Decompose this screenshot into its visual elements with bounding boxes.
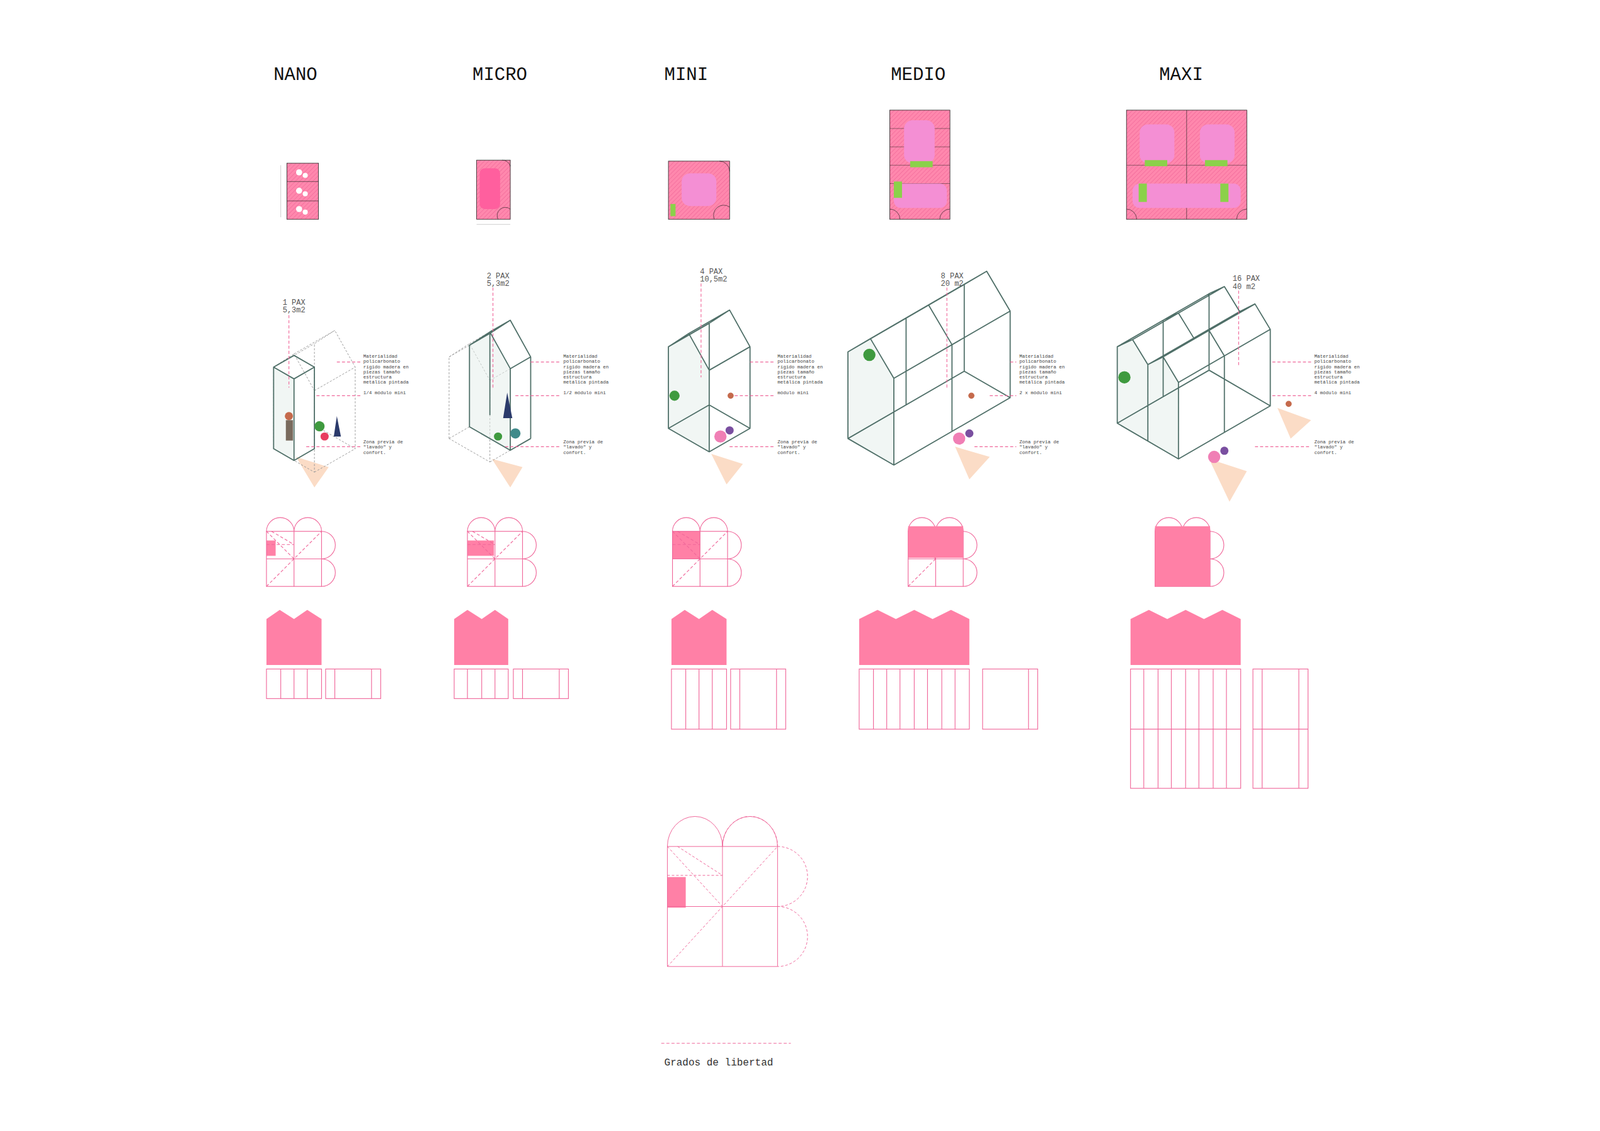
zone-note: Zona previa de "lavado" y confort. <box>363 439 416 456</box>
greenhouse-micro <box>449 320 532 463</box>
material-note: Materialidad policarbonato rígido madera… <box>563 354 615 386</box>
greenhouse-nano <box>273 330 356 473</box>
area-label: 20 m2 <box>941 280 964 289</box>
material-note: Materialidad policarbonato rígido madera… <box>1314 354 1366 386</box>
module-note: módulo mini <box>777 390 829 396</box>
greenhouse-medio <box>847 271 1010 466</box>
size-title: MINI <box>664 65 709 86</box>
size-title: MEDIO <box>890 65 946 86</box>
zone-note: Zona previa de "lavado" y confort. <box>1019 439 1071 456</box>
plan-views <box>280 110 1248 225</box>
area-label: 40 m2 <box>1232 283 1256 292</box>
module-note: 4 módulo mini <box>1314 390 1366 396</box>
module-plans <box>266 668 1308 789</box>
size-title: MAXI <box>1159 65 1204 86</box>
material-note: Materialidad policarbonato rígido madera… <box>1019 354 1071 386</box>
area-label: 10,5m2 <box>699 275 727 285</box>
zone-note: Zona previa de "lavado" y confort. <box>1314 439 1366 456</box>
sections <box>266 609 1241 665</box>
size-title: NANO <box>273 65 318 86</box>
material-note: Materialidad policarbonato rígido madera… <box>363 354 416 386</box>
zone-note: Zona previa de "lavado" y confort. <box>563 439 615 456</box>
module-note: 1/4 módulo mini <box>363 390 416 396</box>
freedom-diagram-large <box>661 817 808 1044</box>
module-note: 1/2 módulo mini <box>563 390 615 396</box>
size-title: MICRO <box>472 65 528 86</box>
module-note: 2 x módulo mini <box>1019 390 1071 396</box>
freedom-diagrams <box>266 517 1224 587</box>
zone-note: Zona previa de "lavado" y confort. <box>777 439 829 456</box>
leader-lines <box>289 283 1312 447</box>
caption: Grados de libertad <box>664 1058 774 1070</box>
area-label: 5,3m2 <box>282 306 306 315</box>
greenhouse-mini <box>668 309 751 452</box>
area-label: 5,3m2 <box>486 280 510 289</box>
material-note: Materialidad policarbonato rígido madera… <box>777 354 829 386</box>
greenhouse-maxi <box>1117 286 1292 463</box>
